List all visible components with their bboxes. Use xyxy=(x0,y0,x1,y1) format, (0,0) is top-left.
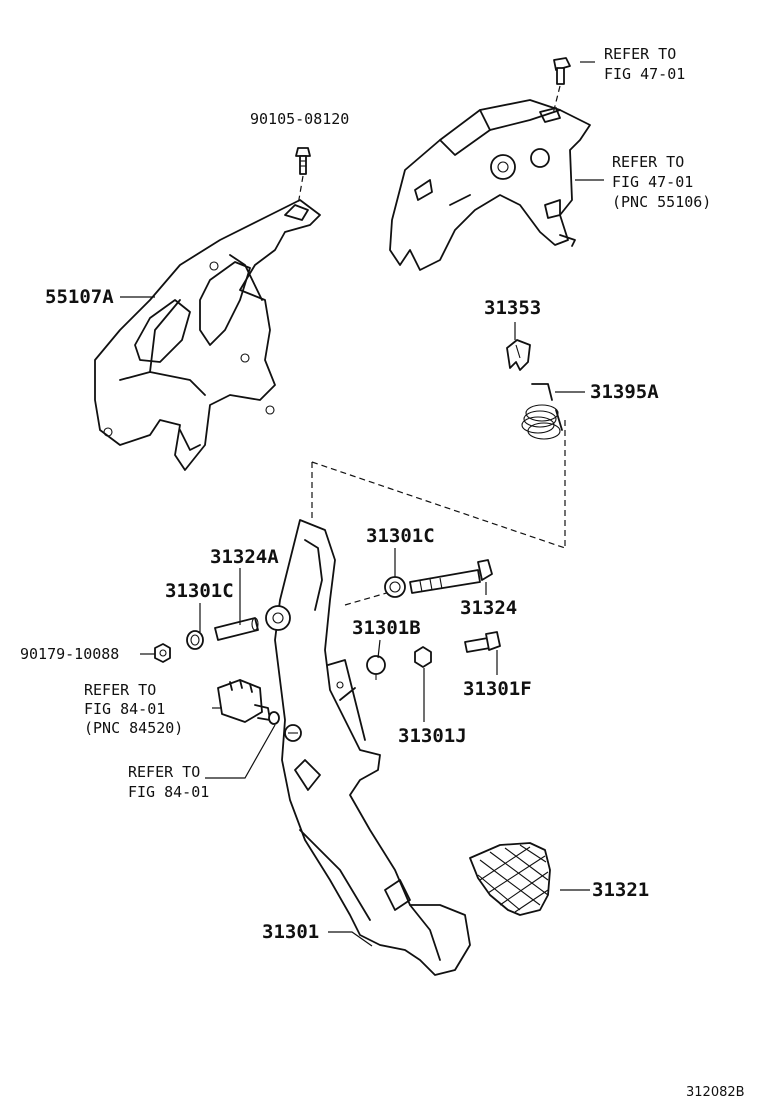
label-refer-low-1: REFER TO xyxy=(128,763,200,781)
support-bracket-drawing xyxy=(389,99,591,271)
label-refer-switch-2: FIG 84-01 xyxy=(84,700,165,718)
assembly-line-bolt xyxy=(344,591,391,606)
label-31301b: 31301B xyxy=(352,617,421,639)
label-refer-mid-2: FIG 47-01 xyxy=(612,173,693,191)
label-31324: 31324 xyxy=(460,597,517,619)
collar-31324a-drawing xyxy=(214,617,259,641)
nut-90179-drawing xyxy=(154,643,171,663)
label-31301f: 31301F xyxy=(463,678,532,700)
label-31301j: 31301J xyxy=(398,725,467,747)
label-31301c-top: 31301C xyxy=(366,525,435,547)
bushing-31301c-top-drawing xyxy=(384,576,406,598)
label-refer-switch-1: REFER TO xyxy=(84,681,156,699)
label-31353: 31353 xyxy=(484,297,541,319)
pedal-pad-31321-drawing xyxy=(469,842,551,916)
label-refer-top-2: FIG 47-01 xyxy=(604,65,685,83)
label-90105-08120: 90105-08120 xyxy=(250,110,349,128)
label-31301: 31301 xyxy=(262,921,319,943)
stop-switch-drawing xyxy=(217,679,280,725)
cushion-31353-drawing xyxy=(506,339,531,371)
spring-31395a-drawing xyxy=(521,383,563,440)
label-31321: 31321 xyxy=(592,879,649,901)
label-refer-mid-3: (PNC 55106) xyxy=(612,193,711,211)
pedal-31301-drawing xyxy=(265,519,471,976)
bushing-31301c-left-drawing xyxy=(186,630,204,650)
label-55107a: 55107A xyxy=(45,286,114,308)
bolt-31324-drawing xyxy=(409,559,493,594)
bolt-31301f-drawing xyxy=(464,631,501,653)
nut-31301j-drawing xyxy=(414,646,432,668)
bracket-55107a-drawing xyxy=(94,199,321,471)
label-refer-top-1: REFER TO xyxy=(604,45,676,63)
leader-lines xyxy=(120,61,604,947)
label-refer-mid-1: REFER TO xyxy=(612,153,684,171)
label-refer-switch-3: (PNC 84520) xyxy=(84,719,183,737)
stopper-31301b-drawing xyxy=(366,655,386,680)
label-31324a: 31324A xyxy=(210,546,279,568)
label-refer-low-2: FIG 84-01 xyxy=(128,783,209,801)
diagram-code: 312082B xyxy=(686,1085,745,1100)
bolt-90105-drawing xyxy=(295,147,311,206)
label-31301c-left: 31301C xyxy=(165,580,234,602)
bolt-top-drawing xyxy=(552,57,571,115)
assembly-line-upper xyxy=(311,461,566,549)
label-31395a: 31395A xyxy=(590,381,659,403)
label-90179-10088: 90179-10088 xyxy=(20,645,119,663)
